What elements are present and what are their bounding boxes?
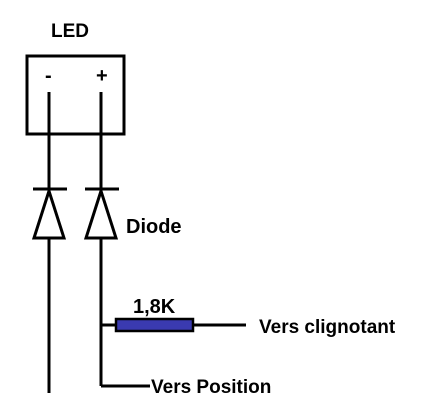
led-title: LED: [51, 21, 89, 42]
led-body: [25, 54, 126, 136]
led-plus-label: +: [96, 65, 108, 87]
position-output-label: Vers Position: [151, 377, 271, 398]
diode-label: Diode: [126, 216, 182, 238]
resistor-body: [114, 317, 195, 333]
left-diode-symbol: [31, 186, 67, 240]
resistor-value-label: 1,8K: [133, 296, 176, 318]
led-minus-label: -: [45, 65, 52, 87]
blinker-output-label: Vers clignotant: [259, 317, 396, 338]
right-diode-symbol: [83, 186, 119, 240]
